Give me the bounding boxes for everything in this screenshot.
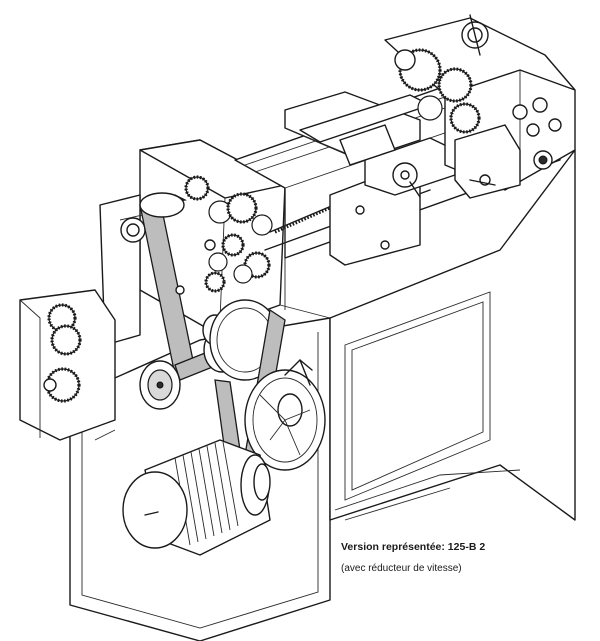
handwheel [244,359,326,471]
motor [122,439,271,556]
change-gears [119,175,273,293]
headstock [384,14,576,199]
feed-gears [43,303,82,403]
detail-lines [94,188,390,441]
caption-version: Version représentée: 125-B 2 [341,541,486,553]
caption-note: (avec réducteur de vitesse) [341,563,462,574]
